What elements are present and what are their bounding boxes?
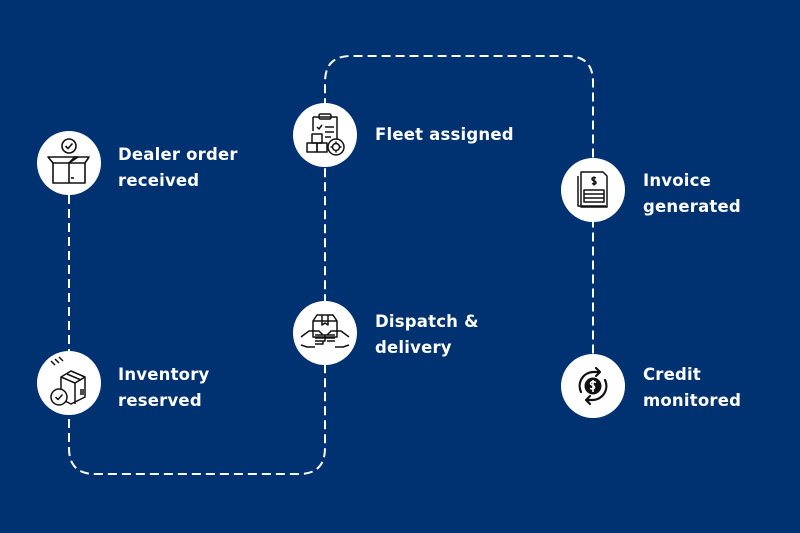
step-label-invoice: Invoice generated (643, 168, 741, 220)
step-label-fleet-assigned: Fleet assigned (375, 122, 514, 148)
clipboard-boxes-gear-icon (306, 113, 345, 156)
step-label-inventory: Inventory reserved (118, 362, 210, 414)
label-line: Fleet assigned (375, 125, 514, 144)
label-line: generated (643, 197, 741, 216)
step-node-dealer-order (37, 131, 101, 195)
step-node-inventory (37, 351, 101, 415)
label-line: Inventory (118, 365, 210, 384)
hands-box-icon (300, 314, 350, 348)
label-line: reserved (118, 391, 202, 410)
step-node-credit (561, 354, 625, 418)
boxes-check-icon (50, 356, 86, 406)
step-node-invoice (561, 158, 625, 222)
label-line: monitored (643, 391, 742, 410)
label-line: Dealer order (118, 145, 238, 164)
step-node-dispatch (293, 301, 357, 365)
label-line: received (118, 171, 200, 190)
step-node-fleet-assigned (293, 103, 357, 167)
label-line: delivery (375, 338, 452, 357)
dashed-connector-path (68, 55, 594, 475)
step-label-dispatch: Dispatch & delivery (375, 309, 479, 361)
label-line: Dispatch & (375, 312, 479, 331)
label-line: Invoice (643, 171, 712, 190)
invoice-dollar-icon (577, 171, 608, 208)
step-label-dealer-order: Dealer order received (118, 142, 238, 194)
open-box-check-icon (47, 138, 90, 184)
label-line: Credit (643, 365, 701, 384)
dollar-cycle-icon (578, 366, 608, 406)
step-label-credit: Credit monitored (643, 362, 741, 414)
